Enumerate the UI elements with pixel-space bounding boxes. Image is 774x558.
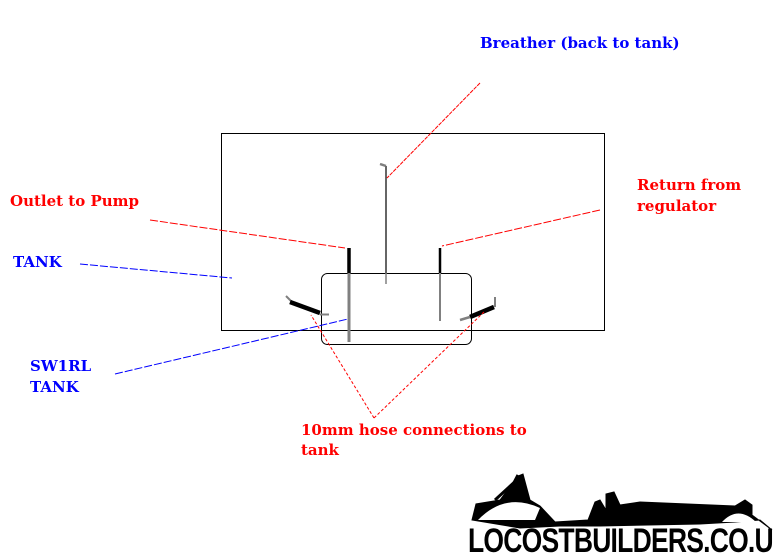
hose-label-line1: 10mm hose connections to [301, 421, 527, 439]
breather-label: Breather (back to tank) [480, 34, 680, 52]
return-label-line1: Return from [637, 176, 742, 194]
left-hose-connection [285, 295, 329, 316]
swirl-label-line1: SW1RL [30, 357, 92, 375]
tank-label: TANK [13, 253, 62, 271]
hose-leader-line-left [310, 314, 375, 419]
return-leader-line [441, 209, 601, 247]
tank-leader-line [79, 263, 233, 279]
locostbuilders-logo: LOCOSTBUILDERS.CO.UK [468, 522, 774, 558]
outlet-label: Outlet to Pump [10, 192, 139, 210]
swirl-label-line2: TANK [30, 378, 79, 396]
logo-car-silhouette [471, 473, 773, 531]
return-label-line2: regulator [637, 197, 717, 215]
outlet-leader-line [149, 219, 346, 249]
main-tank [221, 133, 605, 331]
breather-pipe [379, 162, 387, 284]
hose-label-line2: tank [301, 441, 339, 459]
breather-leader-line [386, 82, 481, 179]
right-hose-connection [459, 297, 496, 322]
hose-leader-line-right [373, 311, 485, 419]
swirl-leader-line [114, 318, 349, 375]
swirl-tank [321, 273, 472, 345]
